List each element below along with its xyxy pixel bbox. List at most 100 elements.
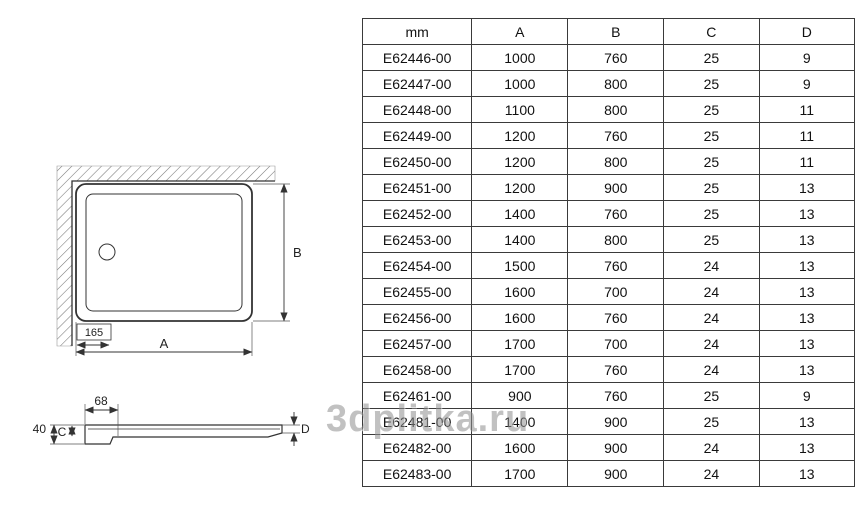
column-header: mm <box>361 18 473 45</box>
dimension-cell: 25 <box>663 96 760 123</box>
dimension-cell: 13 <box>758 200 855 227</box>
tray-profile-outline <box>84 424 283 445</box>
dimension-cell: 900 <box>567 408 665 435</box>
dimension-cell: 13 <box>758 356 855 383</box>
dimension-cell: 25 <box>663 148 760 175</box>
product-code-cell: E62454-00 <box>361 252 473 279</box>
tray-inner-edge <box>85 193 243 312</box>
dimension-cell: 11 <box>758 148 855 175</box>
dimension-cell: 24 <box>663 460 760 487</box>
dimension-cell: 700 <box>567 278 665 305</box>
dim-165-box <box>76 323 112 341</box>
product-code-cell: E62452-00 <box>361 200 473 227</box>
dimension-cell: 900 <box>471 382 569 409</box>
dimension-cell: 25 <box>663 44 760 71</box>
dimension-cell: 760 <box>567 252 665 279</box>
dimension-cell: 1200 <box>471 122 569 149</box>
product-code-cell: E62449-00 <box>361 122 473 149</box>
product-code-cell: E62483-00 <box>361 460 473 487</box>
shower-tray-drawing: 165 A B 68 40 <box>33 165 310 446</box>
dimension-cell: 1500 <box>471 252 569 279</box>
dimension-cell: 800 <box>567 226 665 253</box>
column-header: C <box>663 18 760 45</box>
dimension-cell: 25 <box>663 70 760 97</box>
dimension-cell: 900 <box>567 434 665 461</box>
dimension-cell: 1000 <box>471 70 569 97</box>
dimension-cell: 25 <box>663 408 760 435</box>
dimension-cell: 9 <box>758 70 855 97</box>
dim-label-68: 68 <box>94 394 108 408</box>
dimension-cell: 24 <box>663 252 760 279</box>
dimension-cell: 760 <box>567 200 665 227</box>
product-code-cell: E62481-00 <box>361 408 473 435</box>
dimension-cell: 13 <box>758 408 855 435</box>
dimension-cell: 800 <box>567 70 665 97</box>
dimension-cell: 25 <box>663 226 760 253</box>
column-header: B <box>567 18 665 45</box>
product-code-cell: E62482-00 <box>361 434 473 461</box>
dimension-cell: 1400 <box>471 200 569 227</box>
dimension-cell: 25 <box>663 174 760 201</box>
dimension-cell: 11 <box>758 122 855 149</box>
dimension-cell: 900 <box>567 174 665 201</box>
dim-label-165: 165 <box>85 327 103 339</box>
dimension-cell: 1400 <box>471 408 569 435</box>
product-code-cell: E62453-00 <box>361 226 473 253</box>
technical-drawing: 165 A B 68 40 <box>0 0 360 511</box>
product-code-cell: E62450-00 <box>361 148 473 175</box>
dimension-cell: 24 <box>663 304 760 331</box>
dim-label-b: B <box>293 245 302 260</box>
dimension-cell: 24 <box>663 434 760 461</box>
dimension-cell: 9 <box>758 44 855 71</box>
dimension-cell: 1700 <box>471 356 569 383</box>
dim-label-d: D <box>301 422 310 436</box>
dimension-cell: 760 <box>567 356 665 383</box>
product-code-cell: E62455-00 <box>361 278 473 305</box>
dimension-cell: 13 <box>758 304 855 331</box>
dimension-cell: 24 <box>663 278 760 305</box>
dimension-cell: 9 <box>758 382 855 409</box>
dimension-cell: 900 <box>567 460 665 487</box>
product-code-cell: E62448-00 <box>361 96 473 123</box>
dimension-cell: 1200 <box>471 148 569 175</box>
tray-outer-edge <box>75 183 253 322</box>
dimension-cell: 1200 <box>471 174 569 201</box>
drain-icon <box>98 243 116 261</box>
product-code-cell: E62461-00 <box>361 382 473 409</box>
dimension-cell: 760 <box>567 122 665 149</box>
dimension-cell: 760 <box>567 382 665 409</box>
product-code-cell: E62457-00 <box>361 330 473 357</box>
dimension-cell: 13 <box>758 278 855 305</box>
product-code-cell: E62447-00 <box>361 70 473 97</box>
dimension-cell: 1600 <box>471 434 569 461</box>
product-code-cell: E62458-00 <box>361 356 473 383</box>
dimension-cell: 13 <box>758 330 855 357</box>
dimension-cell: 1700 <box>471 330 569 357</box>
dimension-cell: 760 <box>567 44 665 71</box>
product-code-cell: E62456-00 <box>361 304 473 331</box>
column-header: D <box>758 18 855 45</box>
column-header: A <box>471 18 569 45</box>
wall-face-line <box>71 180 275 346</box>
dimension-cell: 700 <box>567 330 665 357</box>
dimension-cell: 1100 <box>471 96 569 123</box>
dimension-cell: 1400 <box>471 226 569 253</box>
dimension-cell: 13 <box>758 174 855 201</box>
